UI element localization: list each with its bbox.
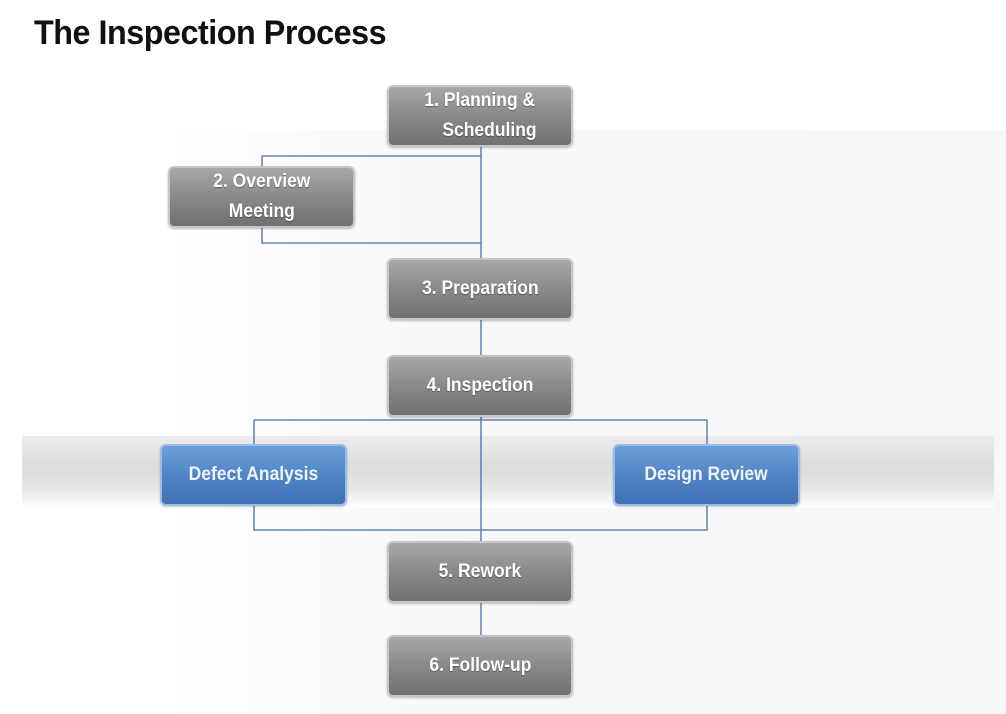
step-planning-scheduling: 1. Planning & Scheduling [387,85,573,147]
design-review-label: Design Review [644,464,769,485]
branch-bottom-connector [253,506,708,531]
overview-top-connector [261,155,481,166]
step-rework-label: 5. Rework [438,561,522,582]
step-preparation-label: 3. Preparation [421,278,539,299]
step-planning-label: 1. Planning & Scheduling [424,90,537,141]
page-title: The Inspection Process [34,14,387,52]
step-inspection-label: 4. Inspection [426,375,534,396]
defect-analysis-label: Defect Analysis [188,464,319,485]
step-follow-up: 6. Follow-up [387,635,573,697]
design-review-box: Design Review [613,444,800,506]
step-inspection: 4. Inspection [387,355,573,417]
defect-analysis-box: Defect Analysis [160,444,347,506]
step-overview-label: 2. Overview Meeting [212,171,311,222]
step-preparation: 3. Preparation [387,258,573,320]
branch-top-connector [253,419,708,445]
step-overview-meeting: 2. Overview Meeting [168,166,355,228]
overview-bottom-connector [261,227,481,244]
step-follow-up-label: 6. Follow-up [429,655,531,676]
step-rework: 5. Rework [387,541,573,603]
